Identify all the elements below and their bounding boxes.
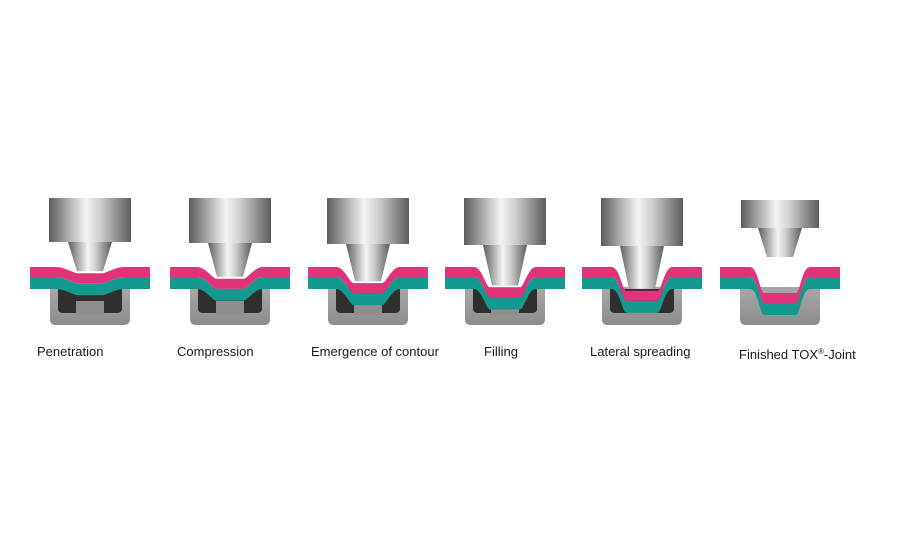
step-label-lateral-spreading: Lateral spreading (590, 344, 691, 359)
punch-stem (620, 246, 664, 289)
step-label-finished-tox-joint: Finished TOX®-Joint (739, 347, 856, 362)
die-anvil (216, 301, 244, 315)
punch-stem (68, 242, 112, 272)
stage-emergence-of-contour (308, 198, 428, 325)
punch-stem (758, 228, 802, 257)
die-anvil (76, 301, 104, 315)
punch-head (189, 198, 271, 243)
bottom-sheet (445, 277, 565, 310)
step-label-compression: Compression (177, 344, 254, 359)
bottom-sheet (170, 277, 290, 301)
stage-lateral-spreading (582, 198, 702, 325)
punch-head (327, 198, 409, 244)
punch-head (601, 198, 683, 246)
punch-stem (483, 245, 527, 286)
top-sheet (30, 267, 150, 284)
top-sheet (445, 267, 565, 298)
top-sheet (170, 267, 290, 289)
bottom-sheet (308, 277, 428, 306)
top-sheet (720, 267, 840, 303)
step-label-emergence-of-contour: Emergence of contour (311, 344, 439, 359)
stage-compression (170, 198, 290, 325)
punch-head (741, 200, 819, 228)
top-sheet (308, 267, 428, 294)
top-sheet (582, 267, 702, 301)
bottom-sheet (30, 277, 150, 296)
punch-stem (208, 243, 252, 277)
punch-head (49, 198, 131, 242)
bottom-sheet (720, 277, 840, 315)
stage-filling (445, 198, 565, 325)
stage-penetration (30, 198, 150, 325)
bottom-sheet (582, 277, 702, 313)
punch-stem (346, 244, 390, 282)
stage-finished-tox-joint (720, 200, 840, 325)
punch-head (464, 198, 546, 245)
step-label-filling: Filling (484, 344, 518, 359)
step-label-penetration: Penetration (37, 344, 104, 359)
